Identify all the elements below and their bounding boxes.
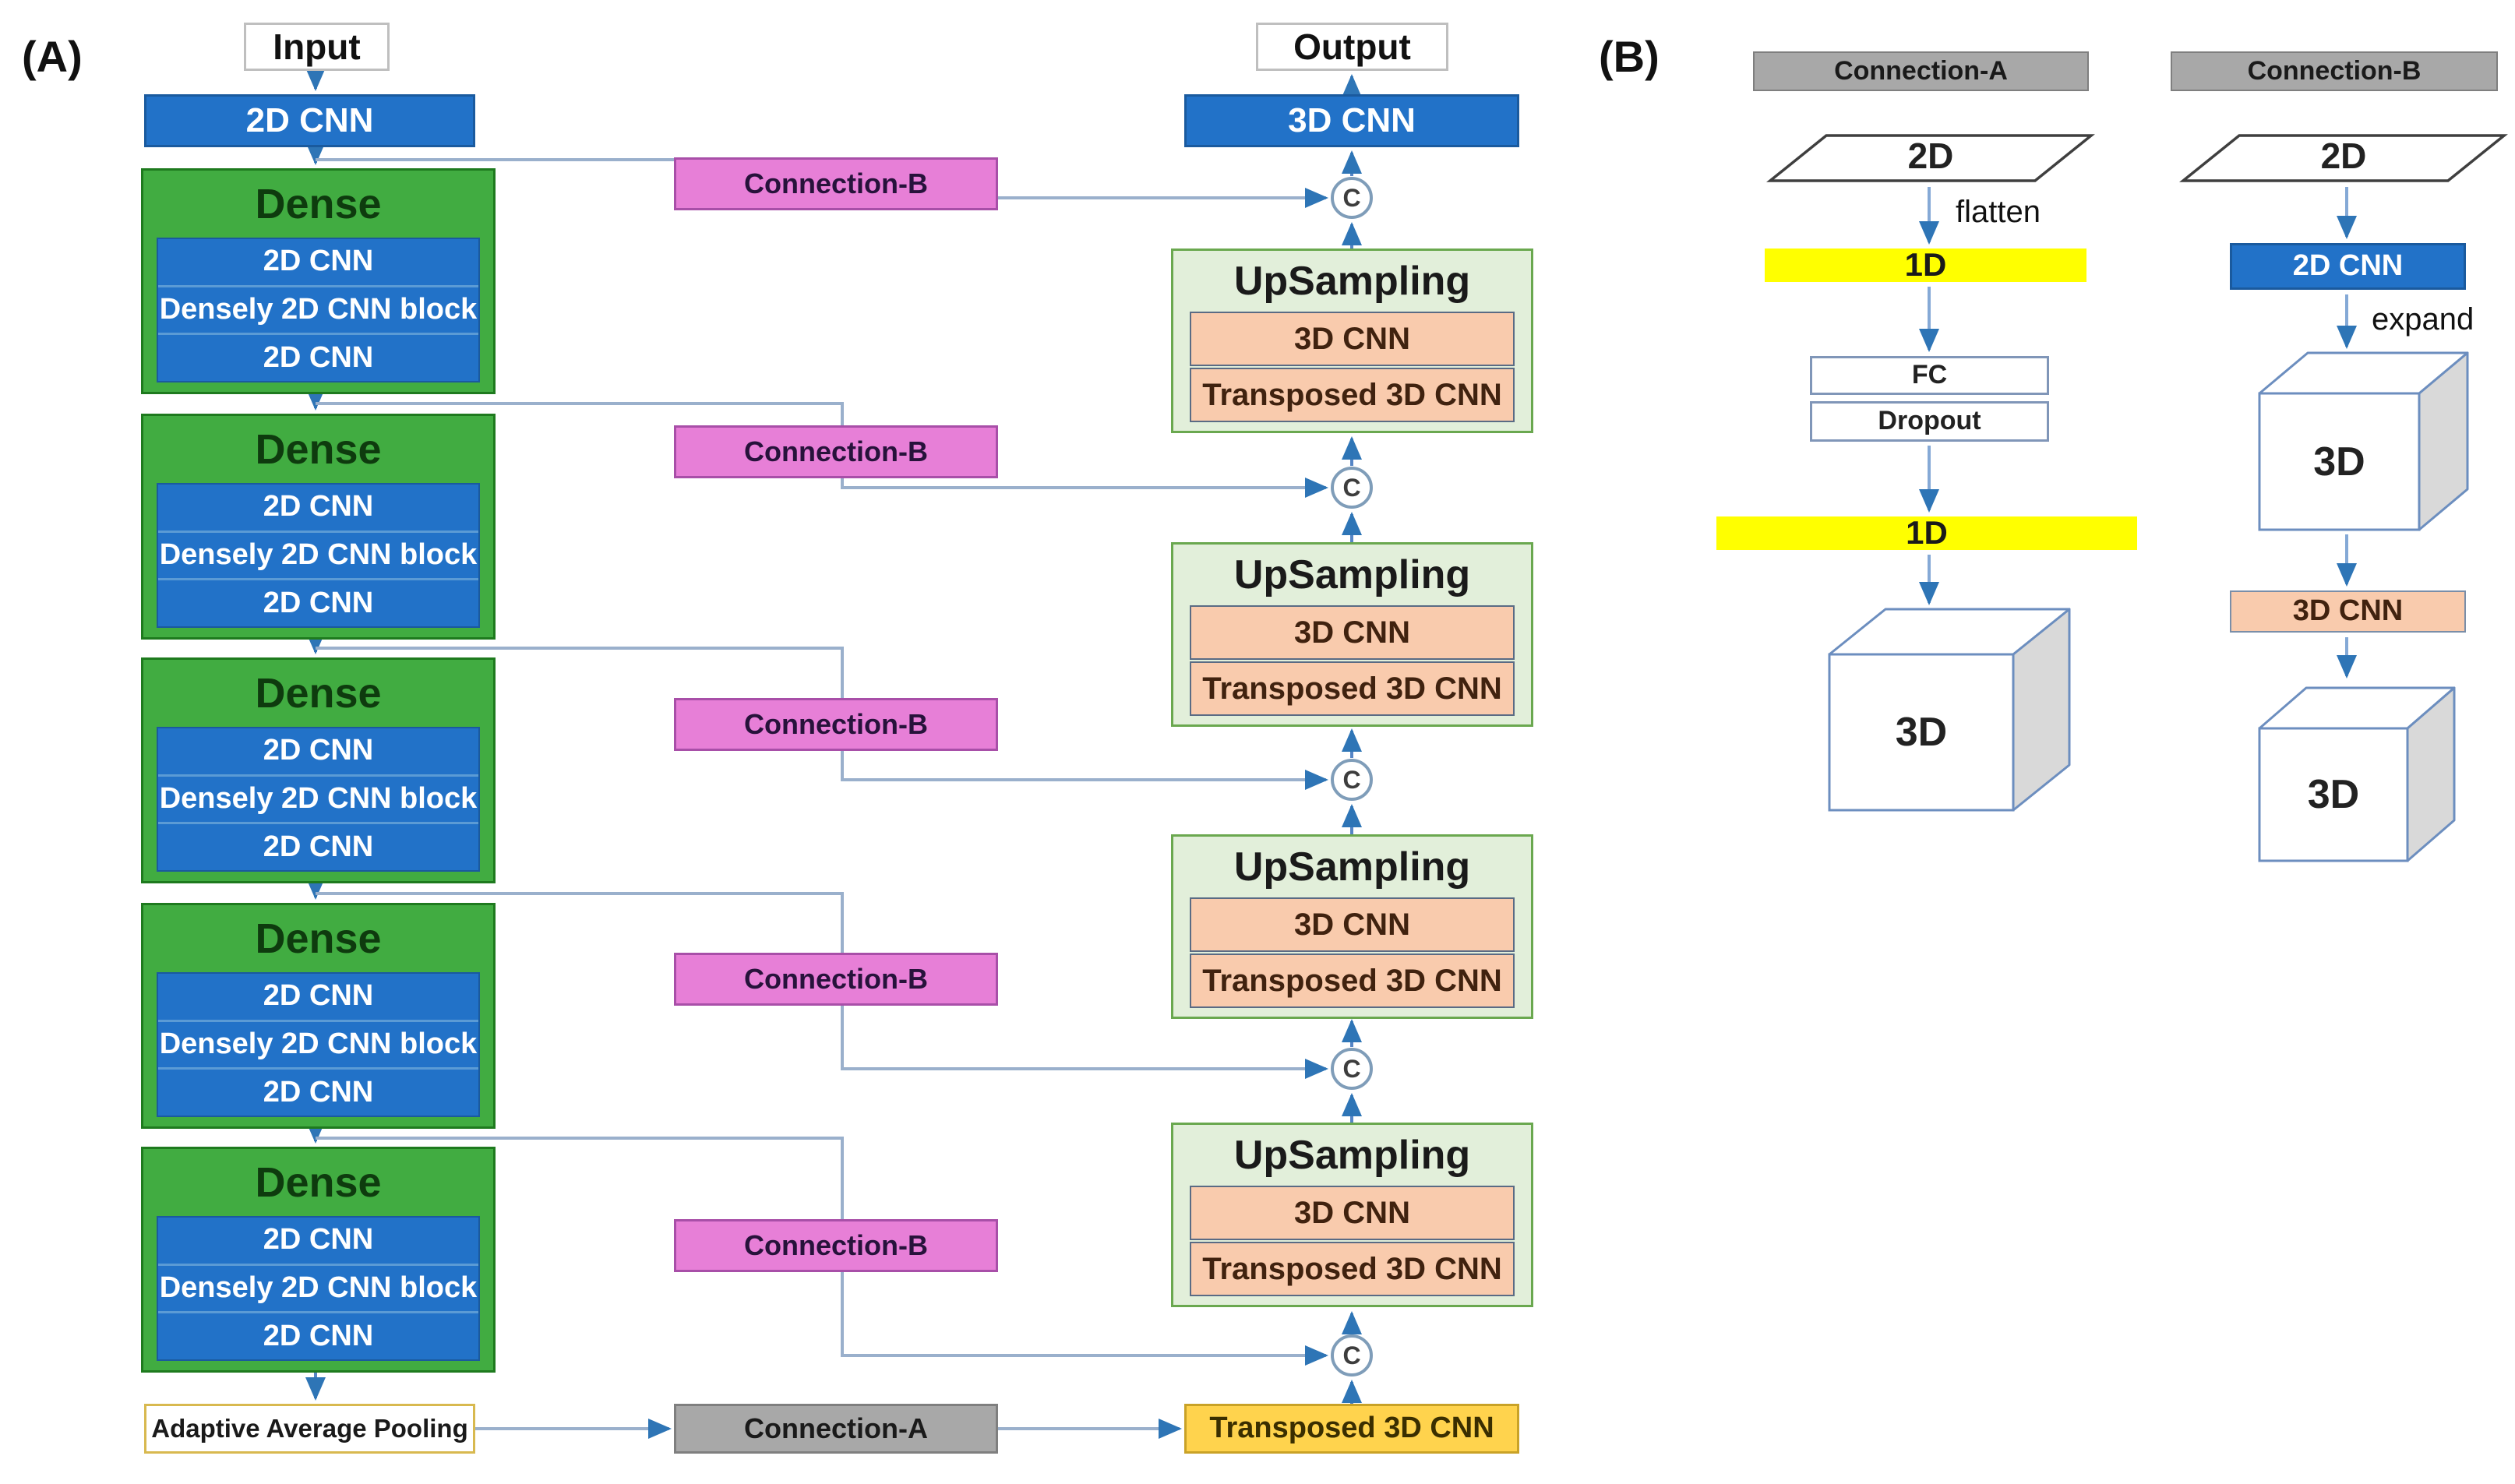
dense-layer: Densely 2D CNN block xyxy=(158,1263,478,1312)
upsampling-block-3: UpSampling 3D CNN Transposed 3D CNN xyxy=(1171,834,1533,1019)
upsampling-layer: 3D CNN xyxy=(1190,312,1515,366)
wire-skip3-in xyxy=(316,647,844,698)
dense-layer: Densely 2D CNN block xyxy=(158,284,478,333)
upsampling-layer: 3D CNN xyxy=(1190,897,1515,952)
dense-block-4: Dense 2D CNN Densely 2D CNN block 2D CNN xyxy=(141,903,496,1129)
plane-2d-label-a: 2D xyxy=(1907,136,1954,176)
connection-a-box: Connection-A xyxy=(674,1404,998,1454)
dense-block-1: Dense 2D CNN Densely 2D CNN block 2D CNN xyxy=(141,168,496,394)
encoder-2d-cnn-box: 2D CNN xyxy=(144,94,475,147)
dense-layer: 2D CNN xyxy=(158,822,478,870)
panel-b-label: (B) xyxy=(1599,32,1660,81)
dense-block-title: Dense xyxy=(255,425,382,473)
vector-1d-bar-1: 1D xyxy=(1765,248,2086,282)
upsampling-title: UpSampling xyxy=(1233,844,1471,890)
dense-layer: 2D CNN xyxy=(263,490,374,523)
concat-node-3: C xyxy=(1331,759,1373,801)
concat-node-4: C xyxy=(1331,1048,1373,1090)
dense-layer: Densely 2D CNN block xyxy=(158,774,478,823)
vector-1d-bar-2: 1D xyxy=(1716,516,2137,550)
dense-block-layers: 2D CNN Densely 2D CNN block 2D CNN xyxy=(157,1216,480,1361)
upsampling-title: UpSampling xyxy=(1233,552,1471,597)
wire-skip3-out xyxy=(841,751,1328,790)
cube-3d-shape-b1 xyxy=(2258,351,2469,531)
wire-skip2-in xyxy=(316,402,844,425)
dense-layer: 2D CNN xyxy=(263,245,374,278)
dense-block-title: Dense xyxy=(255,915,382,962)
dense-layer: Densely 2D CNN block xyxy=(158,530,478,579)
legend-connection-b-header: Connection-B xyxy=(2171,51,2498,91)
transposed-3d-cnn-box: Transposed 3D CNN xyxy=(1184,1404,1519,1454)
panel-a-label: (A) xyxy=(22,32,83,81)
dense-layer: 2D CNN xyxy=(263,979,374,1013)
cube-3d-label-b1: 3D xyxy=(2313,439,2365,485)
fc-box: FC xyxy=(1810,356,2049,395)
legend-3d-cnn-box: 3D CNN xyxy=(2230,590,2466,633)
cube-3d-label-b2: 3D xyxy=(2307,772,2360,817)
dense-layer: Densely 2D CNN block xyxy=(158,1019,478,1068)
upsampling-layer: Transposed 3D CNN xyxy=(1190,953,1515,1008)
dense-block-title: Dense xyxy=(255,180,382,227)
wire-skip4-in xyxy=(316,892,844,953)
upsampling-title: UpSampling xyxy=(1233,258,1471,304)
expand-label: expand xyxy=(2372,302,2474,337)
dense-layer: 2D CNN xyxy=(263,734,374,767)
upsampling-layer: 3D CNN xyxy=(1190,1186,1515,1240)
upsampling-layer: Transposed 3D CNN xyxy=(1190,368,1515,422)
dense-block-title: Dense xyxy=(255,1158,382,1206)
cube-3d-shape-b2 xyxy=(2258,686,2456,862)
plane-2d-shape-b xyxy=(2179,134,2508,182)
upsampling-block-1: UpSampling 3D CNN Transposed 3D CNN xyxy=(1171,249,1533,433)
connection-b-box-2: Connection-B xyxy=(674,425,998,478)
connection-b-box-4: Connection-B xyxy=(674,953,998,1006)
wire-skip5-out xyxy=(841,1272,1328,1366)
connection-b-box-3: Connection-B xyxy=(674,698,998,751)
dense-block-layers: 2D CNN Densely 2D CNN block 2D CNN xyxy=(157,972,480,1117)
upsampling-block-2: UpSampling 3D CNN Transposed 3D CNN xyxy=(1171,542,1533,727)
plane-2d-label-b: 2D xyxy=(2320,136,2367,176)
dropout-box: Dropout xyxy=(1810,401,2049,442)
dense-block-layers: 2D CNN Densely 2D CNN block 2D CNN xyxy=(157,483,480,628)
dense-layer: 2D CNN xyxy=(263,1223,374,1257)
wire-skip5-in xyxy=(316,1137,844,1219)
wire-skip4-out xyxy=(841,1006,1328,1079)
dense-block-layers: 2D CNN Densely 2D CNN block 2D CNN xyxy=(157,727,480,872)
output-box: Output xyxy=(1256,23,1448,71)
flatten-label: flatten xyxy=(1956,195,2041,229)
cube-3d-label-a: 3D xyxy=(1895,710,1948,755)
decoder-3d-cnn-box: 3D CNN xyxy=(1184,94,1519,147)
dense-block-layers: 2D CNN Densely 2D CNN block 2D CNN xyxy=(157,238,480,382)
dense-block-3: Dense 2D CNN Densely 2D CNN block 2D CNN xyxy=(141,657,496,883)
legend-2d-cnn-box: 2D CNN xyxy=(2230,243,2466,290)
connection-b-box-5: Connection-B xyxy=(674,1219,998,1272)
dense-block-5: Dense 2D CNN Densely 2D CNN block 2D CNN xyxy=(141,1147,496,1373)
legend-connection-a-header: Connection-A xyxy=(1753,51,2089,91)
cube-3d-shape-a xyxy=(1828,608,2071,812)
concat-node-2: C xyxy=(1331,467,1373,509)
concat-node-1: C xyxy=(1331,177,1373,219)
connection-b-box-1: Connection-B xyxy=(674,157,998,210)
upsampling-title: UpSampling xyxy=(1233,1132,1471,1178)
upsampling-layer: Transposed 3D CNN xyxy=(1190,661,1515,716)
upsampling-block-4: UpSampling 3D CNN Transposed 3D CNN xyxy=(1171,1123,1533,1307)
upsampling-layer: 3D CNN xyxy=(1190,605,1515,660)
dense-block-2: Dense 2D CNN Densely 2D CNN block 2D CNN xyxy=(141,414,496,640)
wire-skip2-out xyxy=(841,478,1328,498)
input-box: Input xyxy=(244,23,390,71)
dense-block-title: Dense xyxy=(255,669,382,717)
dense-layer: 2D CNN xyxy=(158,333,478,381)
upsampling-layer: Transposed 3D CNN xyxy=(1190,1242,1515,1296)
adaptive-average-pooling-box: Adaptive Average Pooling xyxy=(144,1404,475,1454)
dense-layer: 2D CNN xyxy=(158,1067,478,1116)
dense-layer: 2D CNN xyxy=(158,578,478,626)
concat-node-5: C xyxy=(1331,1334,1373,1376)
plane-2d-shape-a xyxy=(1766,134,2095,182)
dense-layer: 2D CNN xyxy=(158,1311,478,1359)
